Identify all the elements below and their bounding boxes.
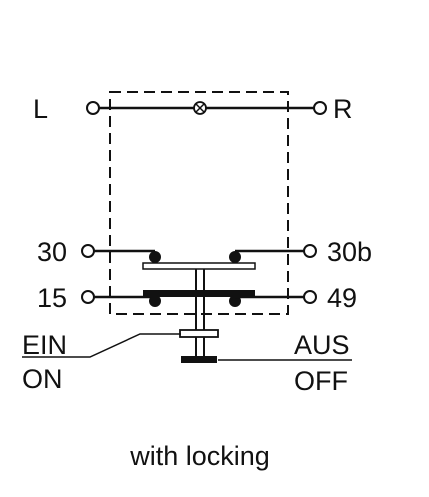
terminal-30 <box>81 244 95 258</box>
label-l: L <box>33 94 48 124</box>
terminal-15 <box>81 290 95 304</box>
open-bridge <box>142 262 256 270</box>
lamp-circuit <box>86 101 327 115</box>
diagram-caption: with locking <box>129 441 270 471</box>
terminal-30b <box>303 244 317 258</box>
label-aus: AUS <box>294 330 350 360</box>
contact-15-dot <box>149 295 161 307</box>
contact-30-dot <box>149 251 161 263</box>
label-15: 15 <box>37 283 67 313</box>
closed-bridge <box>143 290 255 297</box>
contact-row-15 <box>81 290 317 307</box>
label-30b: 30b <box>327 237 372 267</box>
terminal-49 <box>303 290 317 304</box>
label-ein: EIN <box>22 330 67 360</box>
ein-lead-line <box>22 333 181 358</box>
switch-housing <box>109 91 289 315</box>
contact-30b-dot <box>229 251 241 263</box>
label-on: ON <box>22 364 63 394</box>
label-r: R <box>333 94 353 124</box>
contact-row-30 <box>81 244 317 270</box>
label-30: 30 <box>37 237 67 267</box>
lamp-icon <box>193 101 207 115</box>
actuator-plunger <box>179 269 219 363</box>
label-49: 49 <box>327 283 357 313</box>
terminal-l <box>86 101 100 115</box>
label-off: OFF <box>294 366 348 396</box>
terminal-r <box>313 101 327 115</box>
